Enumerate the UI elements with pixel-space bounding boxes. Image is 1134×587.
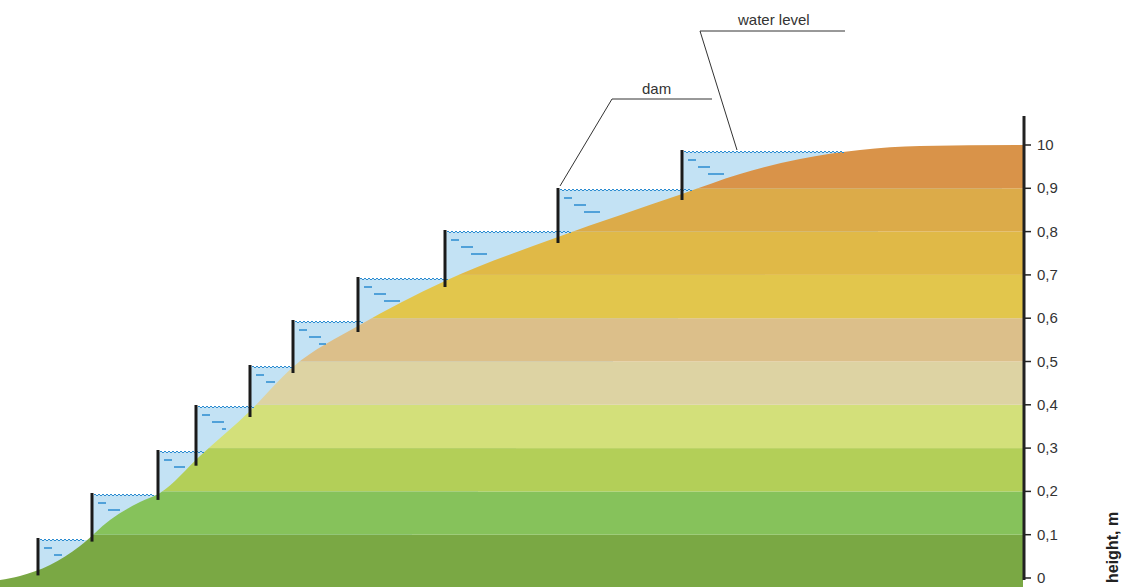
axis-tick — [1024, 317, 1031, 319]
water-wave — [252, 366, 292, 368]
water-dash — [164, 459, 172, 461]
dam-wall — [292, 320, 295, 373]
water-dash — [108, 509, 120, 511]
axis-tick — [1024, 274, 1031, 276]
dam-wall — [37, 538, 40, 575]
dam-wall — [91, 493, 94, 542]
axis-value: 0,6 — [1037, 309, 1058, 327]
water-wave — [447, 231, 571, 233]
axis-tick — [1024, 404, 1031, 406]
axis-value: 10 — [1037, 136, 1054, 154]
water-wave — [360, 278, 448, 280]
water-dash — [451, 239, 459, 241]
axis-value: 0,4 — [1037, 396, 1058, 414]
dam-wall — [157, 450, 160, 500]
water-dash — [44, 547, 52, 549]
hill-bands — [0, 100, 1024, 587]
axis-value: 0,7 — [1037, 266, 1058, 284]
height-band — [0, 535, 1024, 587]
axis-value: 0,9 — [1037, 179, 1058, 197]
water-wave — [94, 494, 154, 496]
dam-leader — [560, 99, 712, 186]
axis-value: 0,1 — [1037, 526, 1058, 544]
water-dash — [319, 343, 326, 345]
height-band — [0, 232, 1024, 275]
water-wave — [684, 151, 844, 153]
dams — [38, 150, 682, 575]
axis-tick — [1024, 144, 1031, 146]
axis-value: 0,2 — [1037, 482, 1058, 500]
water-dash — [212, 421, 224, 423]
axis-tick — [1024, 534, 1031, 536]
water-dash — [574, 204, 586, 206]
height-band — [0, 275, 1024, 318]
water-dash — [174, 466, 185, 468]
axis-tick — [1024, 577, 1031, 579]
axis-value: 0,3 — [1037, 439, 1058, 457]
water-dash — [256, 374, 264, 376]
dam-wall — [557, 188, 560, 243]
height-axis — [1024, 116, 1031, 580]
dam-wall — [249, 365, 252, 417]
leader-lines — [560, 31, 845, 186]
height-band — [0, 405, 1024, 448]
water-dash — [299, 329, 307, 331]
water-dash — [222, 428, 226, 430]
height-band — [0, 362, 1024, 405]
dam-wall — [357, 277, 360, 332]
axis-tick — [1024, 188, 1031, 190]
axis-value: 0,8 — [1037, 223, 1058, 241]
water-dash — [54, 554, 62, 556]
height-band — [0, 188, 1024, 231]
axis-value: 0 — [1037, 569, 1045, 587]
water-wave — [40, 539, 84, 541]
water-dash — [364, 286, 372, 288]
axis-title: height, m — [1104, 512, 1122, 583]
water-dash — [374, 293, 386, 295]
dam-wall — [195, 405, 198, 466]
water-wave — [198, 406, 254, 408]
water-dash — [471, 253, 487, 255]
water-dash — [688, 159, 696, 161]
water-level-leader — [700, 31, 845, 150]
water-dash — [202, 414, 210, 416]
axis-ticks — [1024, 145, 1031, 578]
axis-value: 0,5 — [1037, 353, 1058, 371]
height-band — [0, 491, 1024, 534]
axis-tick — [1024, 491, 1031, 493]
axis-tick — [1024, 231, 1031, 233]
water-wave — [295, 321, 363, 323]
water-dash — [461, 246, 473, 248]
callout-label: dam — [642, 80, 671, 98]
axis-tick — [1024, 447, 1031, 449]
axis-tick — [1024, 361, 1031, 363]
callout-label: water level — [738, 11, 810, 29]
water-surface — [40, 151, 844, 555]
water-dash — [584, 211, 600, 213]
water-dash — [266, 381, 275, 383]
water-dash — [384, 300, 400, 302]
water-dash — [98, 502, 106, 504]
height-band — [0, 318, 1024, 361]
water-dash — [698, 166, 710, 168]
water-dash — [564, 197, 572, 199]
axis-line — [1023, 116, 1026, 580]
dam-wall — [681, 150, 684, 200]
water-wave — [560, 189, 692, 191]
water-dash — [309, 336, 321, 338]
height-band — [0, 100, 1024, 188]
height-band — [0, 448, 1024, 491]
dam-wall — [444, 230, 447, 287]
water-dash — [708, 173, 724, 175]
